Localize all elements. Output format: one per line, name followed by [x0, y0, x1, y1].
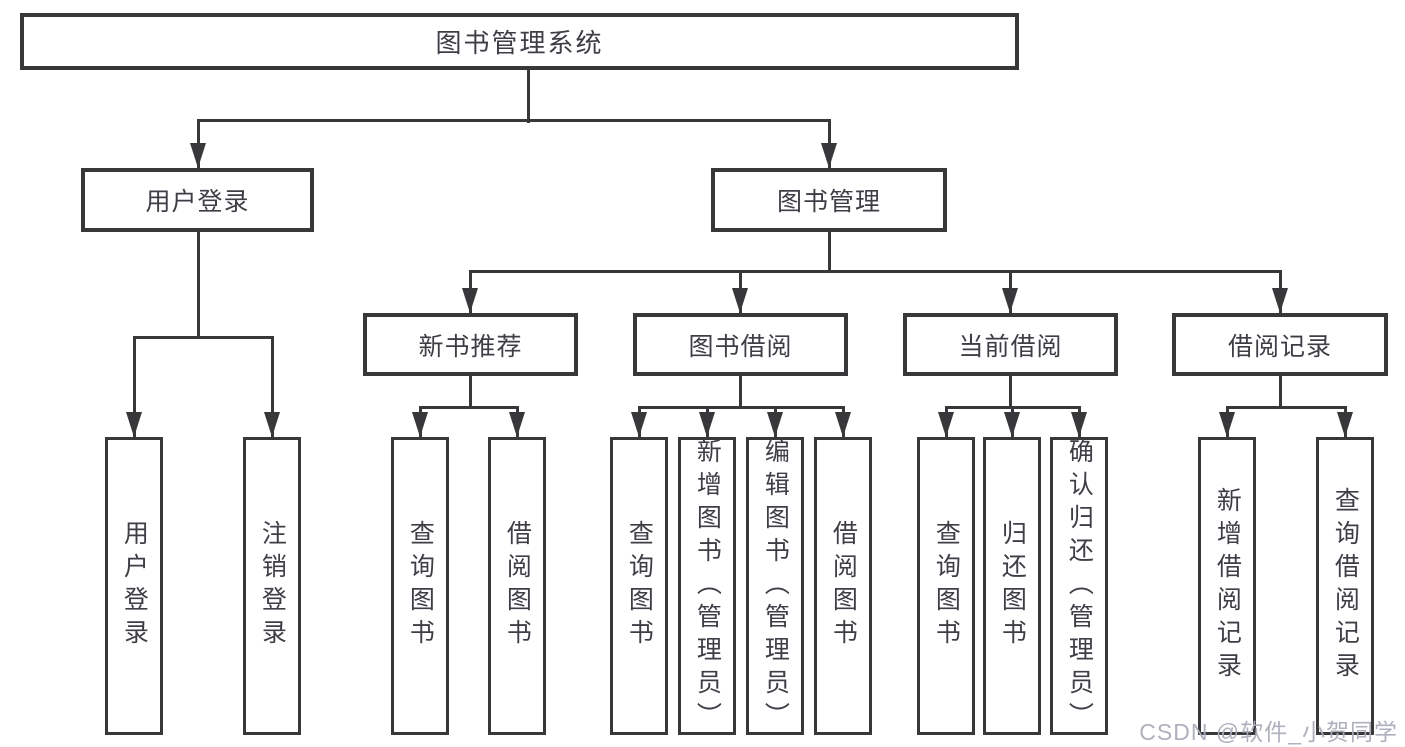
arrow-down-icon — [126, 412, 142, 437]
node-label: 编辑图书（管理员） — [761, 437, 790, 735]
node-label: 新增图书（管理员） — [693, 437, 722, 735]
node-book-borrowing: 图书借阅 — [633, 313, 848, 376]
csdn-watermark: CSDN @软件_小贺同学 — [1139, 719, 1398, 745]
connector-line — [468, 376, 472, 409]
node-label: 借阅图书 — [503, 520, 532, 652]
arrow-down-icon — [938, 412, 954, 437]
node-label: 查询借阅记录 — [1331, 487, 1360, 685]
arrow-down-icon — [1272, 288, 1288, 313]
connector-line — [132, 336, 136, 437]
arrow-down-icon — [190, 143, 206, 168]
node-leaf-query-borrow-record: 查询借阅记录 — [1316, 437, 1374, 735]
arrow-down-icon — [835, 412, 851, 437]
node-borrowing-records: 借阅记录 — [1172, 313, 1388, 376]
node-label: 查询图书 — [406, 520, 435, 652]
connector-line — [133, 335, 274, 339]
node-label: 归还图书 — [998, 520, 1027, 652]
arrow-down-icon — [821, 143, 837, 168]
connector-line — [526, 69, 530, 123]
connector-line — [1008, 376, 1012, 409]
node-leaf-confirm-return-admin: 确认归还（管理员） — [1050, 437, 1108, 735]
connector-line — [1226, 405, 1347, 409]
node-label: 查询图书 — [932, 520, 961, 652]
node-leaf-recommend-query-books: 查询图书 — [391, 437, 449, 735]
node-leaf-add-borrow-record: 新增借阅记录 — [1198, 437, 1256, 735]
node-leaf-borrow-query-books: 查询图书 — [610, 437, 668, 735]
arrow-down-icon — [1071, 412, 1087, 437]
connector-line — [419, 405, 519, 409]
connector-line — [270, 336, 274, 437]
arrow-down-icon — [1002, 288, 1018, 313]
node-label: 注销登录 — [258, 520, 287, 652]
arrow-down-icon — [732, 288, 748, 313]
node-leaf-borrow-books: 借阅图书 — [814, 437, 872, 735]
connector-line — [738, 376, 742, 409]
node-leaf-recommend-borrow-books: 借阅图书 — [488, 437, 546, 735]
node-leaf-current-query-books: 查询图书 — [917, 437, 975, 735]
arrow-down-icon — [1337, 412, 1353, 437]
node-user-login: 用户登录 — [81, 168, 314, 232]
arrow-down-icon — [264, 412, 280, 437]
node-leaf-add-books-admin: 新增图书（管理员） — [678, 437, 736, 735]
node-library-management-system: 图书管理系统 — [20, 13, 1019, 70]
node-leaf-edit-books-admin: 编辑图书（管理员） — [746, 437, 804, 735]
arrow-down-icon — [1004, 412, 1020, 437]
node-label: 新增借阅记录 — [1213, 487, 1242, 685]
node-book-management: 图书管理 — [711, 168, 947, 232]
arrow-down-icon — [462, 288, 478, 313]
connector-line — [945, 405, 1081, 409]
node-label: 用户登录 — [120, 520, 149, 652]
arrow-down-icon — [1219, 412, 1235, 437]
arrow-down-icon — [412, 412, 428, 437]
node-label: 查询图书 — [625, 520, 654, 652]
node-leaf-user-login: 用户登录 — [105, 437, 163, 735]
node-label: 确认归还（管理员） — [1065, 437, 1094, 735]
connector-line — [827, 232, 831, 273]
connector-line — [638, 405, 845, 409]
node-label: 借阅图书 — [829, 520, 858, 652]
node-current-borrowing: 当前借阅 — [903, 313, 1118, 376]
arrow-down-icon — [509, 412, 525, 437]
arrow-down-icon — [631, 412, 647, 437]
connector-line — [197, 118, 831, 122]
connector-line — [469, 269, 1282, 273]
connector-line — [1278, 376, 1282, 409]
connector-line — [196, 232, 200, 339]
arrow-down-icon — [699, 412, 715, 437]
node-leaf-logout: 注销登录 — [243, 437, 301, 735]
node-leaf-return-books: 归还图书 — [983, 437, 1041, 735]
node-new-book-recommendation: 新书推荐 — [363, 313, 578, 376]
arrow-down-icon — [767, 412, 783, 437]
